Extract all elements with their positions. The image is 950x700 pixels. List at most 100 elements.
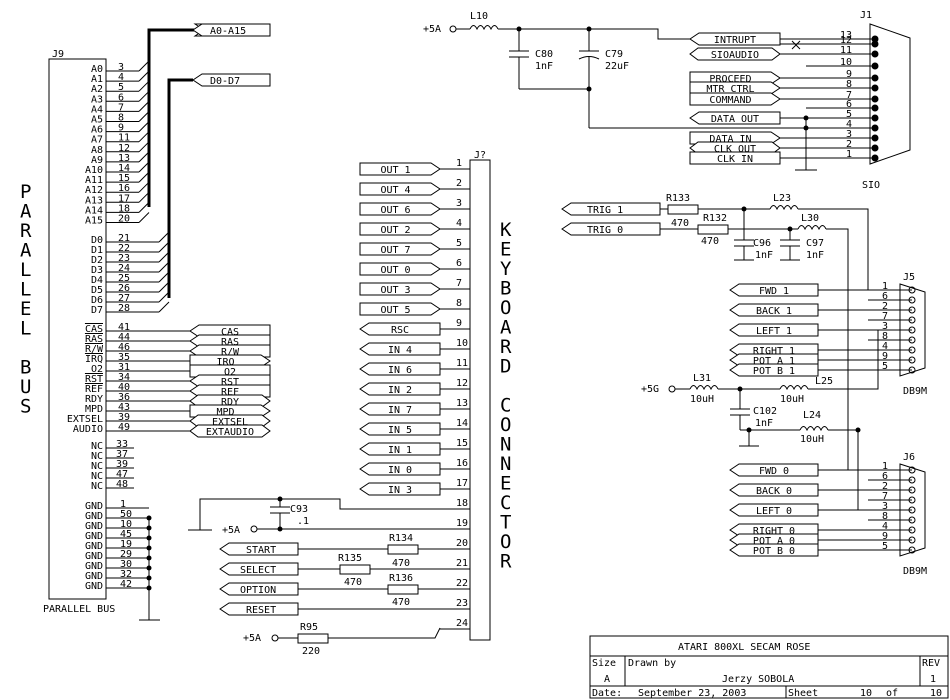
kb-power-label: +5A xyxy=(222,525,240,536)
j9-pin-number: 22 xyxy=(118,243,130,254)
j9-title-char: L xyxy=(20,259,31,281)
sio-net-label: SIOAUDIO xyxy=(711,50,759,61)
kb-pin-number: 18 xyxy=(456,498,468,509)
j9-pin-number: 31 xyxy=(118,362,130,373)
j6-pin-contact xyxy=(908,506,916,514)
j9-pin-number: 25 xyxy=(118,273,130,284)
title-block-drawn-label: Drawn by xyxy=(628,658,676,669)
title-block-of-label: of xyxy=(886,688,898,699)
title-block-sheet-value: 10 xyxy=(860,688,872,699)
data-bus-label: D0-D7 xyxy=(210,76,240,87)
j9-pin-name: GND xyxy=(85,571,103,582)
kb-pin-number: 12 xyxy=(456,378,468,389)
j9-pin-name: D5 xyxy=(91,285,103,296)
plus5g-label: +5G xyxy=(641,384,659,395)
j9-bus-entry xyxy=(138,131,150,143)
j9-bus-entry xyxy=(138,80,150,92)
j9-pin-number: 18 xyxy=(118,203,130,214)
sio-pin-number: 8 xyxy=(846,79,852,90)
j9-pin-name: IRQ xyxy=(85,354,103,365)
j9-bus-entry xyxy=(138,161,150,173)
l24-junction xyxy=(855,427,861,433)
j9-pin-number: 40 xyxy=(118,382,130,393)
keyboard-title-char: Y xyxy=(500,258,512,280)
sio-net-label: DATA OUT xyxy=(711,114,759,125)
kb-net-label: IN 5 xyxy=(388,425,412,436)
l10-coil xyxy=(469,25,499,31)
reset-label: RESET xyxy=(246,605,276,616)
j9-title-char: E xyxy=(20,298,31,320)
kb-pin-number: 1 xyxy=(456,158,462,169)
r136-body xyxy=(387,584,419,595)
kb-pin-number: 6 xyxy=(456,258,462,269)
j9-pin-number: 48 xyxy=(116,479,128,490)
j9-pin-number: 4 xyxy=(118,72,124,83)
j6-net-label: POT A 0 xyxy=(753,536,795,547)
r133-ref: R133 xyxy=(666,193,690,204)
j5-pin-number: 2 xyxy=(882,301,888,312)
j9-pin-number: 1 xyxy=(120,499,126,510)
j9-pin-number: 16 xyxy=(118,183,130,194)
sio-net-flag xyxy=(689,47,781,61)
kb-net-flag xyxy=(359,462,441,476)
j9-pin-name: MPD xyxy=(85,404,103,415)
j9-bus-entry xyxy=(138,90,150,102)
j9-pin-name: A6 xyxy=(91,125,103,136)
sio-pin-number: 2 xyxy=(846,139,852,150)
c102-value: 1nF xyxy=(755,418,773,429)
kb-net-label: OUT 0 xyxy=(380,265,410,276)
j9-footer: PARALLEL BUS xyxy=(43,604,115,615)
j9-pin-name: O2 xyxy=(91,364,103,375)
j9-ref: J9 xyxy=(52,49,64,60)
kb-net-label: RSC xyxy=(391,325,409,336)
j5-pin-contact xyxy=(908,306,916,314)
j9-net-label: CAS xyxy=(221,327,239,338)
j9-pin-number: 49 xyxy=(118,422,130,433)
j5-pin-number: 9 xyxy=(882,351,888,362)
j6-pin-contact xyxy=(908,466,916,474)
j9-bus-entry xyxy=(138,181,150,193)
j9-pin-name: A1 xyxy=(91,74,103,85)
sio-pin-contact xyxy=(871,104,879,112)
j9-pin-name: A2 xyxy=(91,84,103,95)
l24-value: 10uH xyxy=(800,434,824,445)
j9-pin-name: D6 xyxy=(91,295,103,306)
j5-pin-number: 3 xyxy=(882,321,888,332)
j9-bus-entry xyxy=(138,202,150,213)
j1-footer: SIO xyxy=(862,180,880,191)
address-bus-flag-shape xyxy=(192,23,271,37)
j9-pin-number: 20 xyxy=(118,214,130,225)
kb-net-flag xyxy=(359,322,441,336)
j9-bus-entry xyxy=(158,231,170,243)
sio-pin-number: 10 xyxy=(840,57,852,68)
j9-pin-name: R/W xyxy=(85,344,104,355)
j9-pin-name: D4 xyxy=(91,275,103,286)
r135-value: 470 xyxy=(344,577,362,588)
j9-pin-number: 23 xyxy=(118,253,130,264)
j9-pin-number: 13 xyxy=(118,153,130,164)
l10-ref: L10 xyxy=(470,11,488,22)
j9-pin-number: 37 xyxy=(116,449,128,460)
j9-pin-name: NC xyxy=(91,471,103,482)
option-label: OPTION xyxy=(240,585,276,596)
j5-pin-contact xyxy=(908,296,916,304)
j5-shell xyxy=(899,283,926,377)
j9-title-char: L xyxy=(20,318,31,340)
j9-pin-name: CAS xyxy=(85,324,103,335)
trig1-label: TRIG 1 xyxy=(587,205,623,216)
keyboard-title-char: C xyxy=(500,395,511,417)
j9-pin-number: 45 xyxy=(120,529,132,540)
start-label: START xyxy=(246,545,276,556)
j9-bus-entry xyxy=(158,301,170,313)
j6-pin-number: 7 xyxy=(882,491,888,502)
sio-pin-number: 6 xyxy=(846,99,852,110)
j5-net-label: POT B 1 xyxy=(753,366,795,377)
kb-net-label: IN 2 xyxy=(388,385,412,396)
c96-value: 1nF xyxy=(755,250,773,261)
kb-net-label: OUT 6 xyxy=(380,205,410,216)
j5-pin-number: 6 xyxy=(882,291,888,302)
